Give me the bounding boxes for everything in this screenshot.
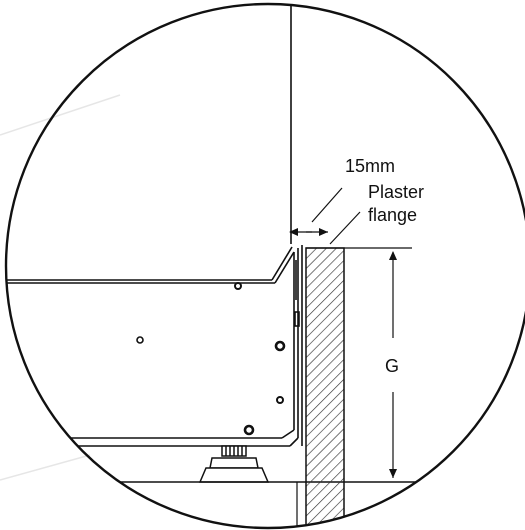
upper-panel <box>6 4 293 281</box>
adjustable-foot <box>198 445 270 483</box>
label-flange: flange <box>368 205 417 225</box>
fixing-holes <box>136 282 286 436</box>
dimension-15mm <box>289 187 361 245</box>
plaster-wall <box>305 247 345 528</box>
label-15mm: 15mm <box>345 156 395 176</box>
lower-unit <box>6 245 303 447</box>
detail-circle <box>4 2 525 530</box>
label-plaster: Plaster <box>368 182 424 202</box>
label-g: G <box>385 356 399 376</box>
watermark-lines <box>0 94 121 481</box>
